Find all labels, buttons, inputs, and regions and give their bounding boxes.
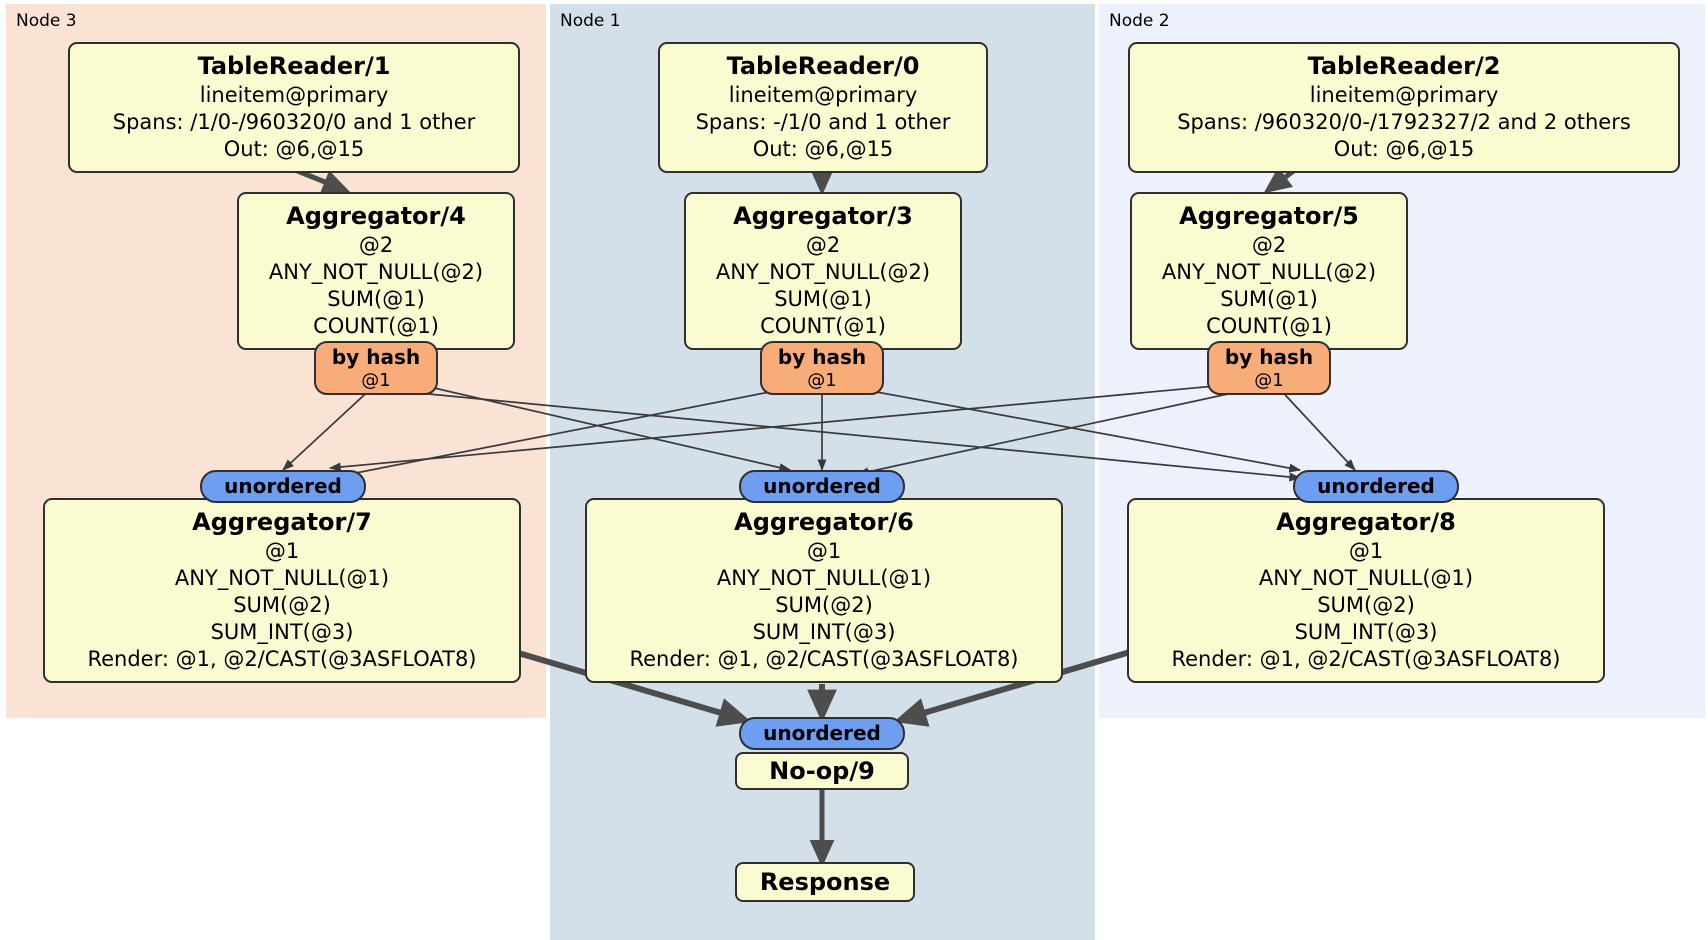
- processor-box-aggregator4[interactable]: Aggregator/4 @2 ANY_NOT_NULL(@2) SUM(@1)…: [237, 192, 515, 350]
- processor-box-tablereader2[interactable]: TableReader/2 lineitem@primary Spans: /9…: [1128, 42, 1680, 173]
- processor-line: SUM(@1): [774, 287, 872, 311]
- processor-title: Aggregator/8: [1276, 508, 1456, 536]
- input-sync-badge-unordered-center[interactable]: unordered: [739, 470, 905, 503]
- badge-label: unordered: [763, 721, 881, 745]
- output-router-badge-by-hash-center[interactable]: by hash @1: [760, 341, 884, 395]
- processor-title: Aggregator/4: [286, 202, 466, 230]
- processor-line: COUNT(@1): [313, 314, 439, 338]
- processor-title: TableReader/0: [726, 52, 920, 80]
- processor-line: SUM(@1): [327, 287, 425, 311]
- processor-line: lineitem@primary: [199, 83, 389, 107]
- processor-line: Render: @1, @2/CAST(@3ASFLOAT8): [1171, 647, 1561, 671]
- processor-line: ANY_NOT_NULL(@2): [1161, 260, 1377, 284]
- processor-line: Out: @6,@15: [752, 137, 894, 161]
- processor-line: @1: [264, 539, 300, 563]
- processor-line: ANY_NOT_NULL(@1): [1258, 566, 1474, 590]
- processor-line: SUM(@2): [775, 593, 873, 617]
- processor-line: Out: @6,@15: [223, 137, 365, 161]
- badge-sublabel: @1: [361, 370, 391, 391]
- badge-label: by hash: [331, 345, 421, 369]
- processor-line: Out: @6,@15: [1333, 137, 1475, 161]
- processor-box-aggregator6[interactable]: Aggregator/6 @1 ANY_NOT_NULL(@1) SUM(@2)…: [585, 498, 1063, 683]
- processor-line: Spans: /960320/0-/1792327/2 and 2 others: [1177, 110, 1631, 134]
- processor-line: ANY_NOT_NULL(@1): [716, 566, 932, 590]
- processor-line: SUM(@2): [233, 593, 331, 617]
- processor-box-aggregator5[interactable]: Aggregator/5 @2 ANY_NOT_NULL(@2) SUM(@1)…: [1130, 192, 1408, 350]
- input-sync-badge-unordered-final[interactable]: unordered: [739, 717, 905, 750]
- badge-label: unordered: [1317, 474, 1435, 498]
- processor-title: Aggregator/6: [734, 508, 914, 536]
- node-panel-label-node2: Node 2: [1109, 11, 1170, 31]
- processor-line: lineitem@primary: [1309, 83, 1499, 107]
- processor-box-aggregator8[interactable]: Aggregator/8 @1 ANY_NOT_NULL(@1) SUM(@2)…: [1127, 498, 1605, 683]
- processor-title: TableReader/2: [1307, 52, 1501, 80]
- badge-sublabel: @1: [807, 370, 837, 391]
- processor-box-tablereader0[interactable]: TableReader/0 lineitem@primary Spans: -/…: [658, 42, 988, 173]
- processor-line: SUM_INT(@3): [1294, 620, 1438, 644]
- processor-line: @2: [358, 233, 394, 257]
- output-router-badge-by-hash-right[interactable]: by hash @1: [1207, 341, 1331, 395]
- input-sync-badge-unordered-right[interactable]: unordered: [1293, 470, 1459, 503]
- processor-box-response[interactable]: Response: [735, 862, 915, 902]
- processor-line: ANY_NOT_NULL(@2): [715, 260, 931, 284]
- processor-line: Render: @1, @2/CAST(@3ASFLOAT8): [87, 647, 477, 671]
- processor-line: COUNT(@1): [760, 314, 886, 338]
- input-sync-badge-unordered-left[interactable]: unordered: [200, 470, 366, 503]
- processor-line: COUNT(@1): [1206, 314, 1332, 338]
- processor-title: Aggregator/7: [192, 508, 372, 536]
- processor-line: @1: [1348, 539, 1384, 563]
- processor-line: SUM_INT(@3): [210, 620, 354, 644]
- processor-line: Render: @1, @2/CAST(@3ASFLOAT8): [629, 647, 1019, 671]
- badge-label: by hash: [777, 345, 867, 369]
- processor-box-noop9[interactable]: No-op/9: [735, 752, 909, 790]
- processor-title: Aggregator/3: [733, 202, 913, 230]
- processor-box-aggregator7[interactable]: Aggregator/7 @1 ANY_NOT_NULL(@1) SUM(@2)…: [43, 498, 521, 683]
- processor-line: SUM_INT(@3): [752, 620, 896, 644]
- processor-line: @2: [805, 233, 841, 257]
- badge-label: unordered: [224, 474, 342, 498]
- processor-line: lineitem@primary: [728, 83, 918, 107]
- processor-line: @1: [806, 539, 842, 563]
- node-panel-label-node3: Node 3: [16, 11, 77, 31]
- processor-line: SUM(@1): [1220, 287, 1318, 311]
- processor-title: TableReader/1: [197, 52, 391, 80]
- processor-line: ANY_NOT_NULL(@2): [268, 260, 484, 284]
- output-router-badge-by-hash-left[interactable]: by hash @1: [314, 341, 438, 395]
- processor-title: Response: [759, 868, 891, 896]
- processor-title: No-op/9: [769, 757, 875, 785]
- processor-title: Aggregator/5: [1179, 202, 1359, 230]
- badge-label: unordered: [763, 474, 881, 498]
- processor-line: ANY_NOT_NULL(@1): [174, 566, 390, 590]
- badge-sublabel: @1: [1254, 370, 1284, 391]
- processor-line: @2: [1251, 233, 1287, 257]
- node-panel-label-node1: Node 1: [560, 11, 621, 31]
- processor-line: SUM(@2): [1317, 593, 1415, 617]
- processor-line: Spans: -/1/0 and 1 other: [695, 110, 951, 134]
- processor-line: Spans: /1/0-/960320/0 and 1 other: [112, 110, 476, 134]
- processor-box-aggregator3[interactable]: Aggregator/3 @2 ANY_NOT_NULL(@2) SUM(@1)…: [684, 192, 962, 350]
- processor-box-tablereader1[interactable]: TableReader/1 lineitem@primary Spans: /1…: [68, 42, 520, 173]
- badge-label: by hash: [1224, 345, 1314, 369]
